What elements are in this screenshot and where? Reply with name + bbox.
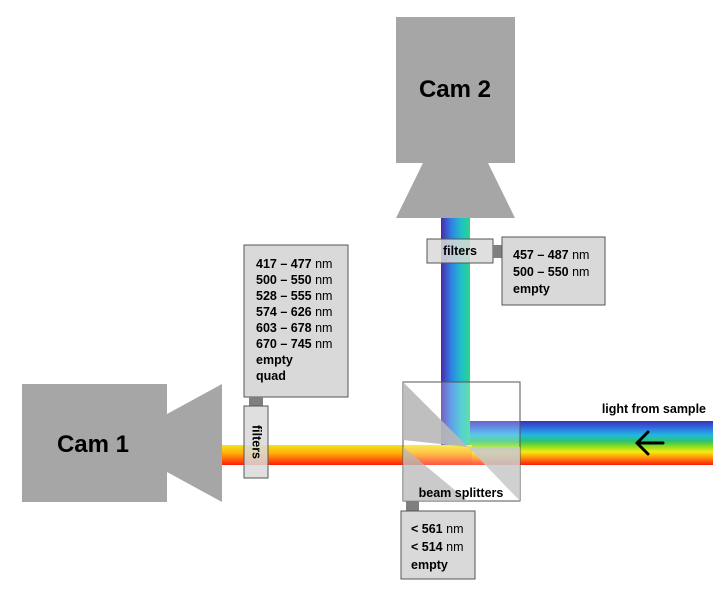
cam1-filter-item: quad <box>256 369 286 383</box>
cam2-label: Cam 2 <box>419 76 491 103</box>
cam1-filter-list: 417 – 477 nm 500 – 550 nm 528 – 555 nm 5… <box>243 244 349 398</box>
beam-splitter-item: < 561 nm <box>411 522 463 536</box>
cam2-filter-item: 457 – 487 nm <box>513 248 589 262</box>
cam2-filter-item: empty <box>513 282 550 296</box>
beam-splitter-connector <box>406 501 419 511</box>
cam2-filter-list: 457 – 487 nm 500 – 550 nm empty <box>501 236 606 306</box>
cam1-filter-slot-label: filters <box>250 425 264 459</box>
cam2-filter-slot-label: filters <box>443 244 477 258</box>
cam1-filter-item: 417 – 477 nm <box>256 257 332 271</box>
arrow-left-icon <box>635 430 665 456</box>
cam1-filter-slot: filters <box>243 405 269 479</box>
camera-1: Cam 1 <box>22 384 222 502</box>
camera-2: Cam 2 <box>396 17 515 218</box>
light-from-sample-label: light from sample <box>602 402 706 416</box>
cam2-filter-connector <box>493 245 502 258</box>
cam2-filter-item: 500 – 550 nm <box>513 265 589 279</box>
cam1-label: Cam 1 <box>57 431 129 458</box>
cam1-filter-item: 528 – 555 nm <box>256 289 332 303</box>
beam-splitter-list: < 561 nm < 514 nm empty <box>400 510 476 580</box>
cam1-filter-item: 574 – 626 nm <box>256 305 332 319</box>
cam1-filter-item: empty <box>256 353 293 367</box>
cam1-filter-connector <box>249 397 263 406</box>
cam2-filter-slot: filters <box>426 238 494 264</box>
beam-splitter-item: empty <box>411 558 448 572</box>
beam-splitter-cube <box>402 381 521 502</box>
cam1-filter-item: 500 – 550 nm <box>256 273 332 287</box>
cam1-filter-item: 670 – 745 nm <box>256 337 332 351</box>
beam-splitters-label: beam splitters <box>419 486 504 500</box>
beam-splitter-item: < 514 nm <box>411 540 463 554</box>
cam1-filter-item: 603 – 678 nm <box>256 321 332 335</box>
